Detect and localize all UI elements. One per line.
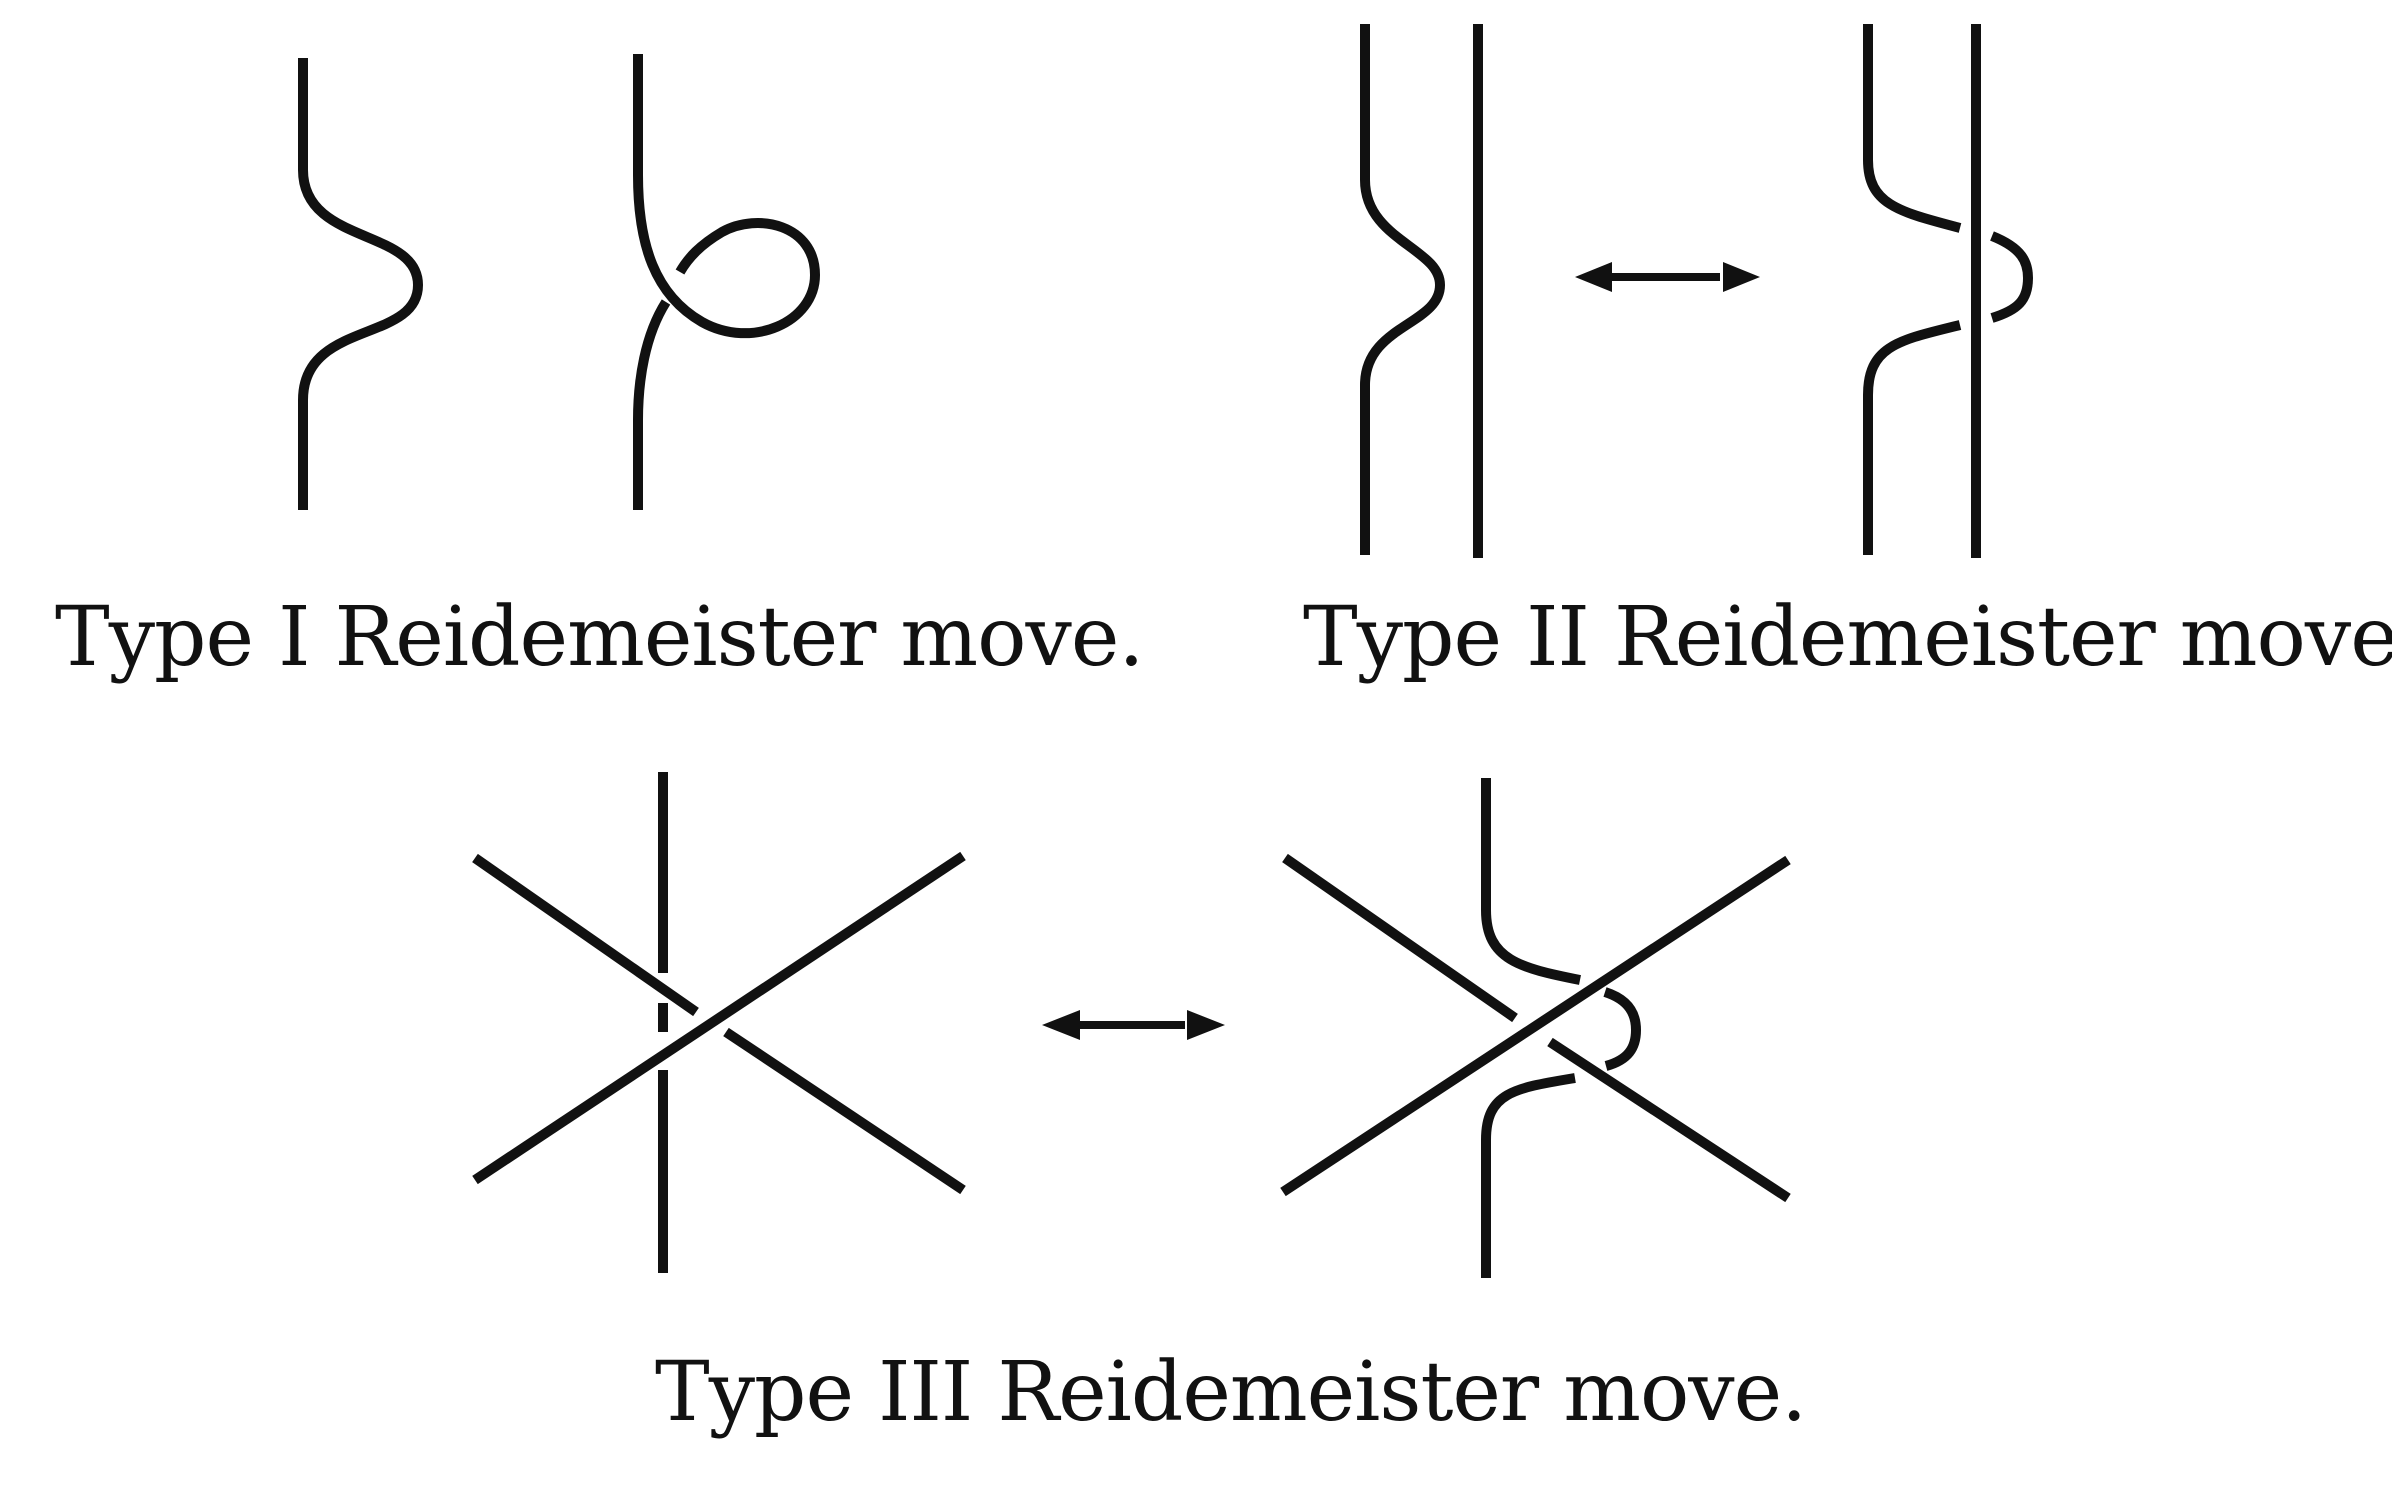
type2-double-arrow (1575, 262, 1760, 292)
type3-left-over-strand (472, 851, 966, 1185)
type2-right-poked-strand (1863, 24, 2033, 555)
type3-double-arrow (1042, 1010, 1225, 1040)
type3-diagram (472, 772, 1791, 1278)
type3-right-crossing (1280, 778, 1791, 1278)
type2-diagram (1360, 24, 2033, 558)
caption-type2: Type II Reidemeister move. (1303, 590, 2392, 685)
caption-type1: Type I Reidemeister move. (55, 590, 1144, 685)
type1-bump-strand (298, 58, 423, 510)
type2-left-bump-strand (1360, 24, 1445, 555)
type3-right-over-strand (1280, 855, 1791, 1197)
type1-kink-strand (633, 54, 820, 510)
caption-type3: Type III Reidemeister move. (655, 1345, 1807, 1440)
type3-left-crossing (472, 772, 966, 1273)
type1-diagram (298, 54, 820, 510)
